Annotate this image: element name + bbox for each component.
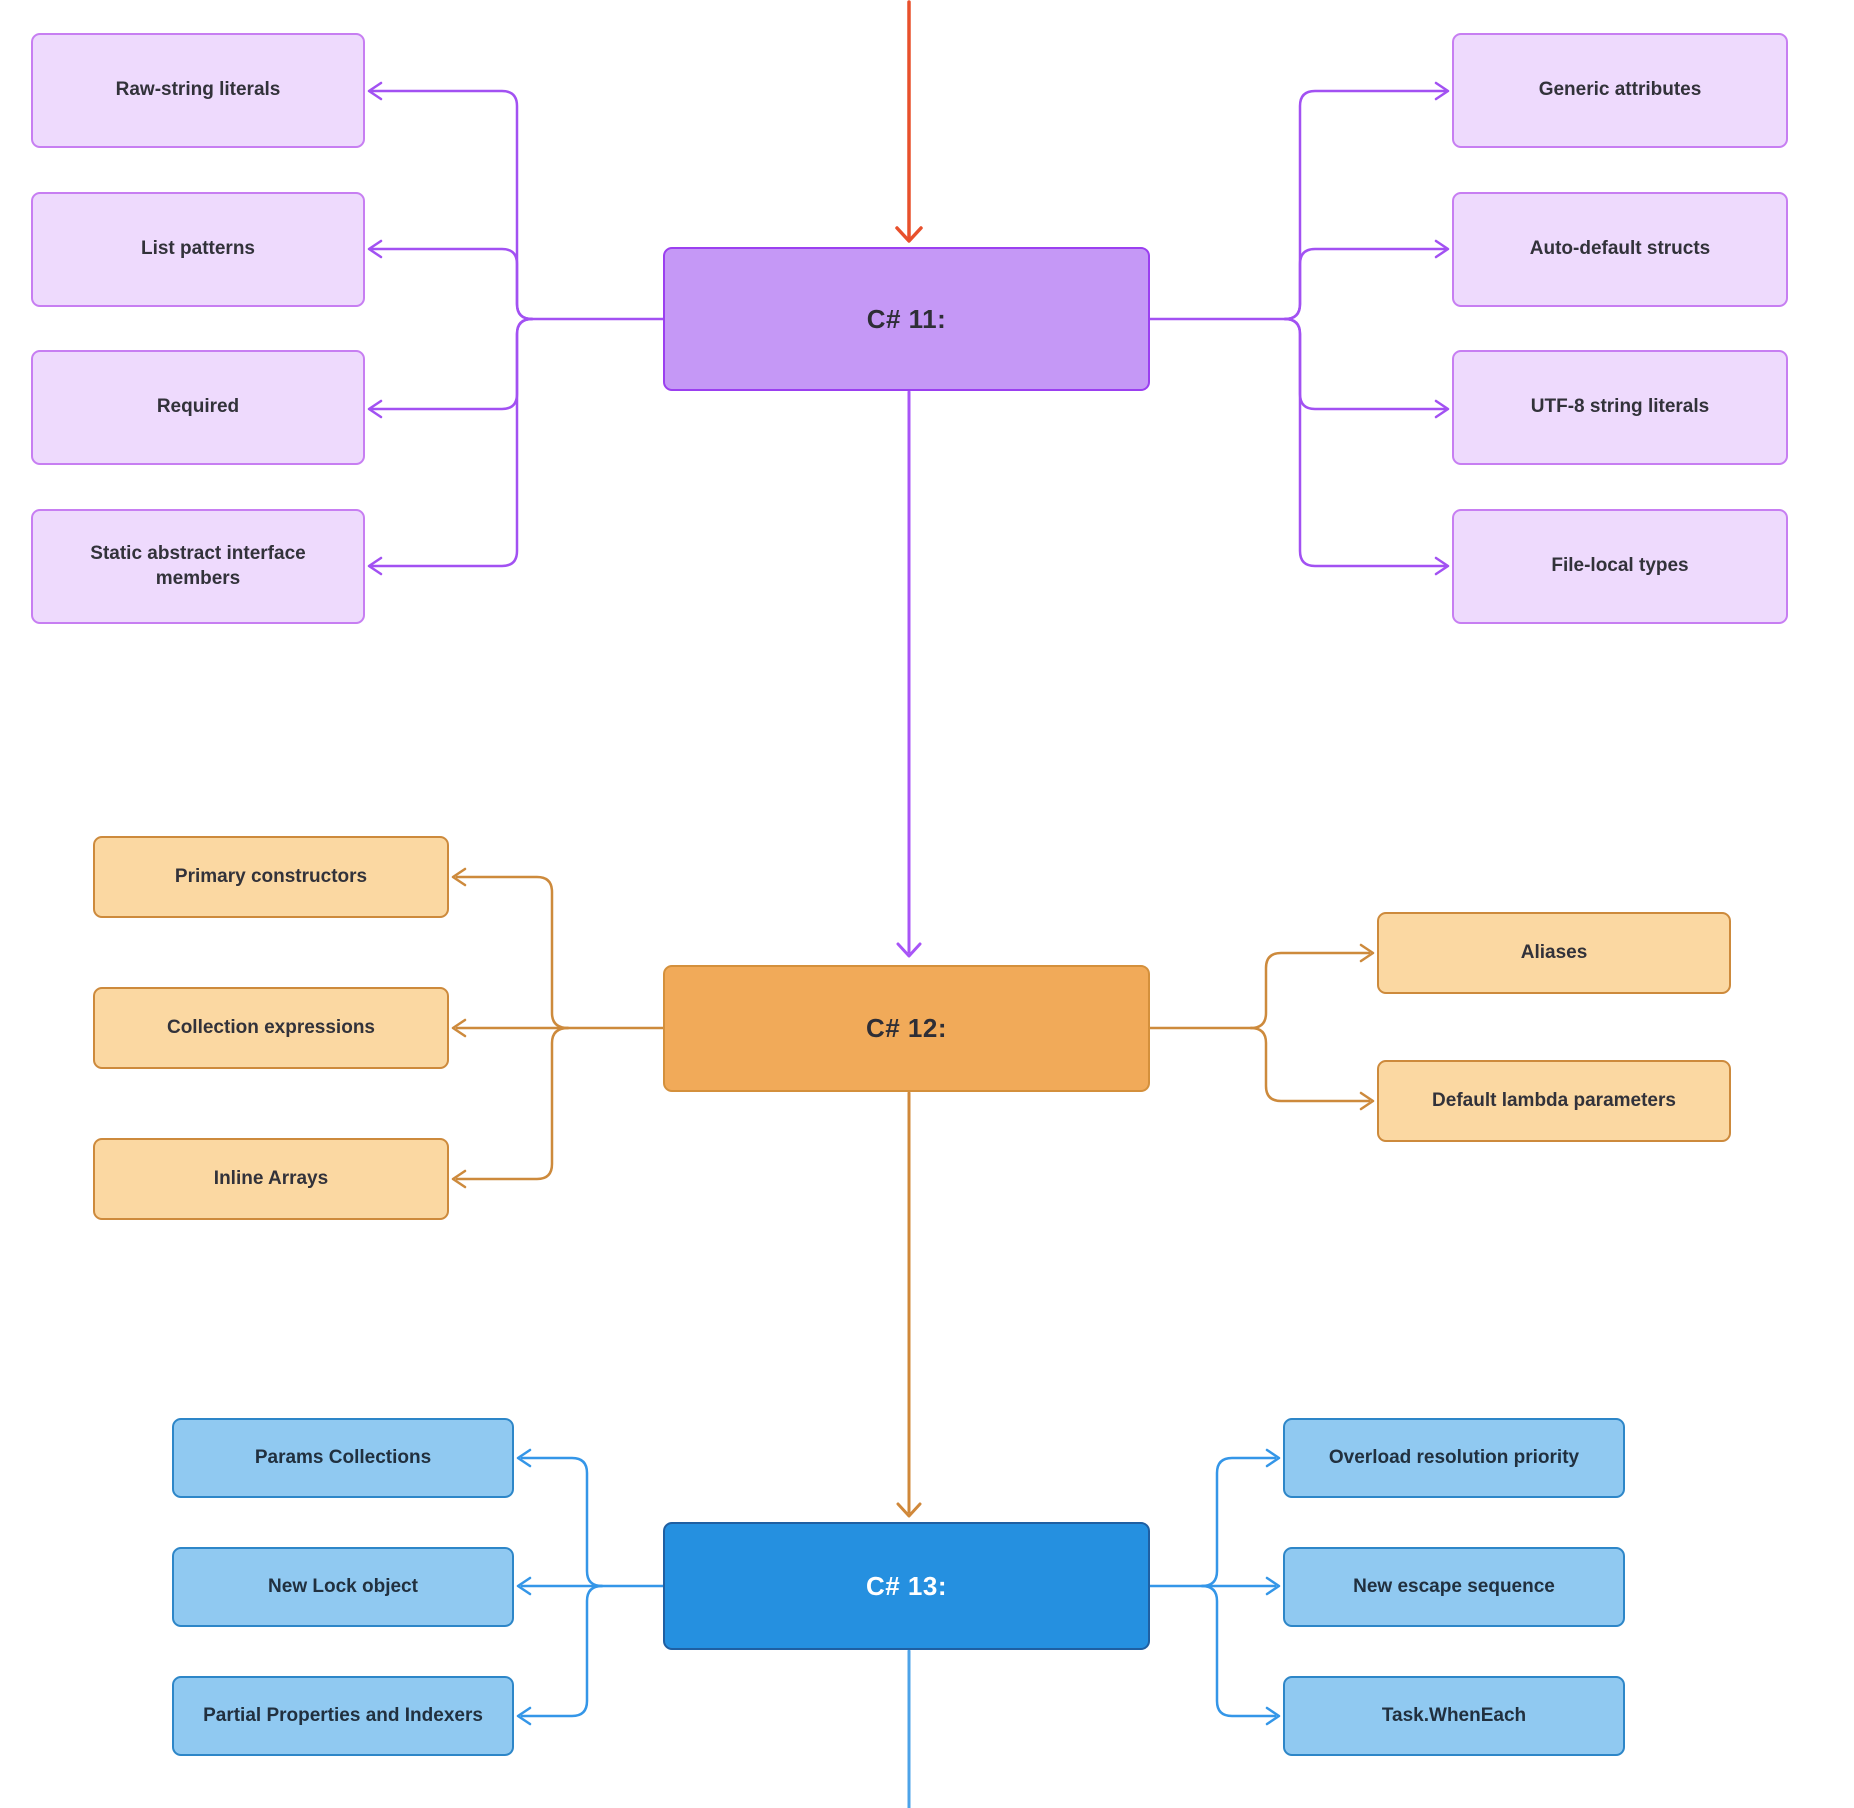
c12-left-branches [451,867,665,1189]
node-auto-default-structs: Auto-default structs [1452,192,1788,307]
arrow-head-icon [451,1169,467,1189]
c11-right-branches [1148,81,1450,576]
node-required: Required [31,350,365,465]
node-default-lambda-parameters: Default lambda parameters [1377,1060,1731,1142]
c11-left-branch-4 [369,317,534,568]
c12-right-branch-1 [1249,951,1371,1030]
arrow-head-icon [1434,239,1450,259]
arrow-head-icon [516,1448,532,1468]
c11-to-c12-arrow [896,390,922,958]
leaf-label: List patterns [140,238,256,260]
arrow-head-icon [1359,943,1375,963]
c13-right-branch-1 [1200,1456,1277,1588]
leaf-label: File-local types [1551,555,1689,577]
leaf-label: Collection expressions [166,1016,375,1038]
leaf-label: Raw-string literals [115,79,281,101]
leaf-label: New Lock object [268,1575,418,1597]
arrow-head-icon [516,1576,532,1596]
leaf-label: Primary constructors [174,865,368,887]
leaf-label: UTF-8 string literals [1530,396,1710,418]
c11-right-branch-1 [1283,89,1448,321]
arrow-head-icon [1434,556,1450,576]
leaf-label: Aliases [1520,941,1588,963]
c12-left-branch-1 [455,875,570,1030]
leaf-label: Task.WhenEach [1381,1704,1527,1726]
arrow-head-icon [451,867,467,887]
arrow-head-icon [1359,1091,1375,1111]
incoming-arrow-group [895,0,923,243]
node-csharp-12-title: C# 12: [865,1013,948,1043]
arrow-head-icon [1265,1448,1281,1468]
c12-to-c13-arrow [896,1091,922,1518]
node-collection-expressions: Collection expressions [93,987,449,1069]
c13-right-branch-3 [1200,1584,1277,1718]
leaf-label: Partial Properties and Indexers [203,1704,483,1726]
arrow-head-icon [896,942,922,958]
leaf-label: Inline Arrays [213,1167,329,1189]
arrow-head-icon [1265,1576,1281,1596]
node-csharp-13-title: C# 13: [865,1570,948,1601]
node-new-lock-object: New Lock object [172,1547,514,1627]
leaf-label: New escape sequence [1353,1575,1555,1597]
arrow-head-icon [367,239,383,259]
c11-left-branch-1 [369,89,534,321]
node-params-collections: Params Collections [172,1418,514,1498]
arrow-head-icon [451,1018,467,1038]
node-raw-string-literals: Raw-string literals [31,33,365,148]
leaf-label: Static abstract interface members [90,542,306,589]
arrow-head-icon [1265,1706,1281,1726]
c11-right-branch-3 [1283,317,1448,411]
node-aliases: Aliases [1377,912,1731,994]
arrow-head-icon [896,1502,922,1518]
leaf-label: Default lambda parameters [1432,1089,1676,1111]
c11-left-branches [367,81,665,576]
node-file-local-types: File-local types [1452,509,1788,624]
node-partial-properties-and-indexers: Partial Properties and Indexers [172,1676,514,1756]
node-csharp-11-title: C# 11: [866,303,947,334]
c11-right-branch-2 [1283,247,1448,321]
c13-left-branches [516,1448,665,1726]
node-utf8-string-literals: UTF-8 string literals [1452,350,1788,465]
leaf-label: Generic attributes [1538,79,1702,101]
arrow-head-icon [367,399,383,419]
c11-right-branch-4 [1283,317,1448,568]
leaf-label: Params Collections [254,1446,432,1468]
node-task-wheneach: Task.WhenEach [1283,1676,1625,1756]
c13-right-branches [1148,1448,1281,1726]
node-static-abstract-interface-members: Static abstract interface members [31,509,365,624]
node-overload-resolution-priority: Overload resolution priority [1283,1418,1625,1498]
arrow-head-icon [1434,399,1450,419]
leaf-label: Overload resolution priority [1328,1446,1580,1468]
arrow-head-icon [367,556,383,576]
node-new-escape-sequence: New escape sequence [1283,1547,1625,1627]
node-primary-constructors: Primary constructors [93,836,449,918]
node-csharp-11: C# 11: [663,247,1150,391]
c11-left-branch-3 [369,317,534,411]
leaf-label: Auto-default structs [1529,238,1711,260]
c12-left-branch-3 [455,1026,570,1181]
leaf-label: Required [156,396,240,418]
arrow-head-icon [367,81,383,101]
node-generic-attributes: Generic attributes [1452,33,1788,148]
node-list-patterns: List patterns [31,192,365,307]
arrow-head-icon [516,1706,532,1726]
c12-right-branch-2 [1249,1026,1371,1103]
arrow-head-icon [1434,81,1450,101]
node-inline-arrays: Inline Arrays [93,1138,449,1220]
c11-left-branch-2 [369,247,534,321]
c12-right-branches [1148,943,1375,1111]
node-csharp-13: C# 13: [663,1522,1150,1650]
c13-left-branch-1 [520,1456,604,1588]
c13-left-branch-3 [520,1584,604,1718]
incoming-arrow-head-icon [895,226,923,243]
node-csharp-12: C# 12: [663,965,1150,1092]
